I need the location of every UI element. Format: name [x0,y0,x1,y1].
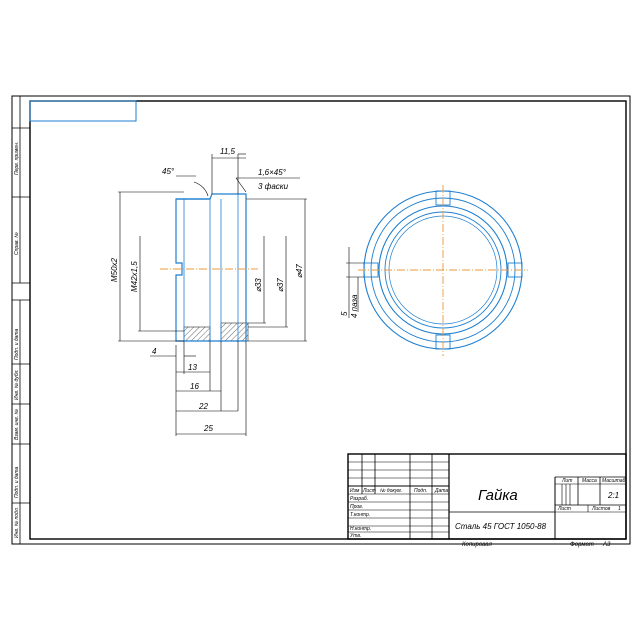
title-block [347,453,627,540]
title-row-izm: Изм [350,488,360,494]
dim-25: 25 [203,424,213,433]
dim-22: 22 [198,402,208,411]
dim-d47: ⌀47 [295,264,304,278]
dim-m50: M50x2 [110,257,119,282]
footer-format-value: A3 [602,542,611,548]
dim-m42: M42x1,5 [130,261,139,292]
title-nkontr: Н.контр. [350,526,371,532]
side-label-inv-dubl: Инв. № дубл. [14,369,20,400]
title-list-label: Лист [557,506,571,512]
dim-16: 16 [190,382,199,391]
side-label-vzam-inv: Взам. инв. № [14,408,20,440]
title-razrab: Разраб. [350,496,368,502]
title-part-name: Гайка [478,487,518,504]
footer-format-label: Формат [570,542,594,548]
title-header-lit: Лит [561,478,572,484]
side-label-inv-podl: Инв. № подл. [14,507,20,538]
title-row-data: Дата [434,488,448,494]
section-outline [175,193,247,342]
dim-45: 45° [162,167,175,176]
title-utv: Утв. [350,533,361,539]
title-tkontr: Т.контр. [350,512,370,518]
dim-chamfer-note: 3 фаски [258,182,289,191]
title-scale-value: 2:1 [607,491,619,500]
title-row-ndokum: № докум. [380,488,402,494]
title-prov: Пров. [350,504,363,510]
section-hatch-left [183,326,211,342]
dim-slot-width: 5 [340,311,349,316]
side-label-podp-data-1: Подп. и дата [14,328,20,360]
rotated-title-box [29,100,137,122]
dim-d37: ⌀37 [276,278,285,292]
side-strip [11,96,30,544]
dim-13: 13 [188,363,197,372]
title-listov-label: Листов [591,506,611,512]
dim-4: 4 [152,347,157,356]
title-header-massa: Масса [582,478,597,484]
title-material: Сталь 45 ГОСТ 1050-88 [455,522,547,531]
title-header-masshtab: Масштаб [602,478,626,484]
front-view: 5 4 паза [340,185,528,356]
title-row-podp: Подп. [414,488,427,494]
title-listov-value: 1 [618,506,621,512]
dim-d33: ⌀33 [254,278,263,292]
sheet-inner-frame [29,100,627,540]
side-label-perv-primen: Перв. примен. [14,142,20,175]
sheet-outer-frame [11,95,631,545]
section-hatch-right [220,322,249,342]
section-view: 11,5 1,6×45° 3 фаски 45° M50x2 M42x1,5 ⌀… [110,147,307,436]
dim-slot-note: 4 паза [350,294,359,318]
footer-kopiroval: Копировал [462,542,492,548]
title-row-list: Лист [362,488,376,494]
dim-chamfer: 1,6×45° [258,168,287,177]
dim-11-5: 11,5 [220,147,236,156]
side-label-sprav-n: Справ. № [14,232,20,255]
side-label-podp-data-2: Подп. и дата [14,466,20,498]
